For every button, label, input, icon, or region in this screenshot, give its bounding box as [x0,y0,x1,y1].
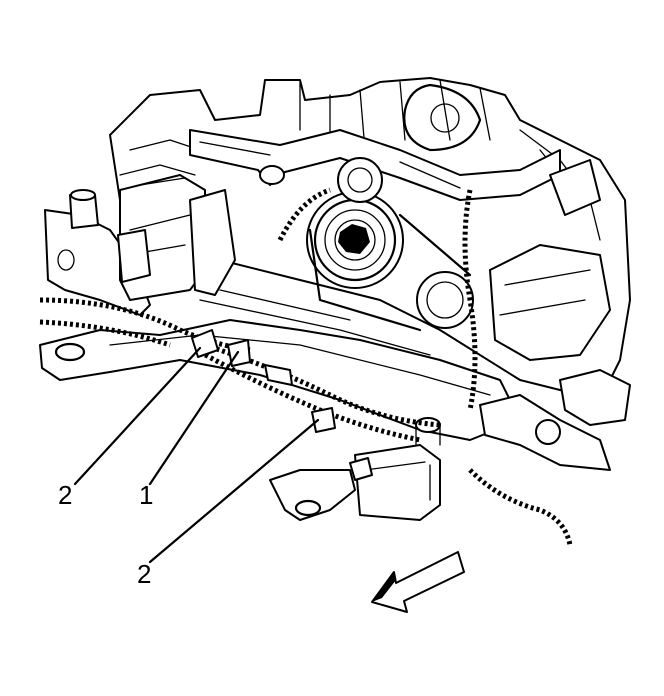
callout-label-center: 1 [139,480,154,510]
leader-left [73,346,202,486]
callout-leaders [73,346,320,564]
front-arrow-icon [371,551,465,613]
connectors [191,329,373,481]
crankshaft-pulley [306,157,474,332]
leader-lower [148,418,320,564]
callout-label-lower: 2 [137,559,152,589]
leader-center [148,350,240,486]
callout-label-left: 2 [58,480,73,510]
left-bracket [44,174,236,316]
connector-lower [311,407,336,433]
right-components [479,159,631,471]
